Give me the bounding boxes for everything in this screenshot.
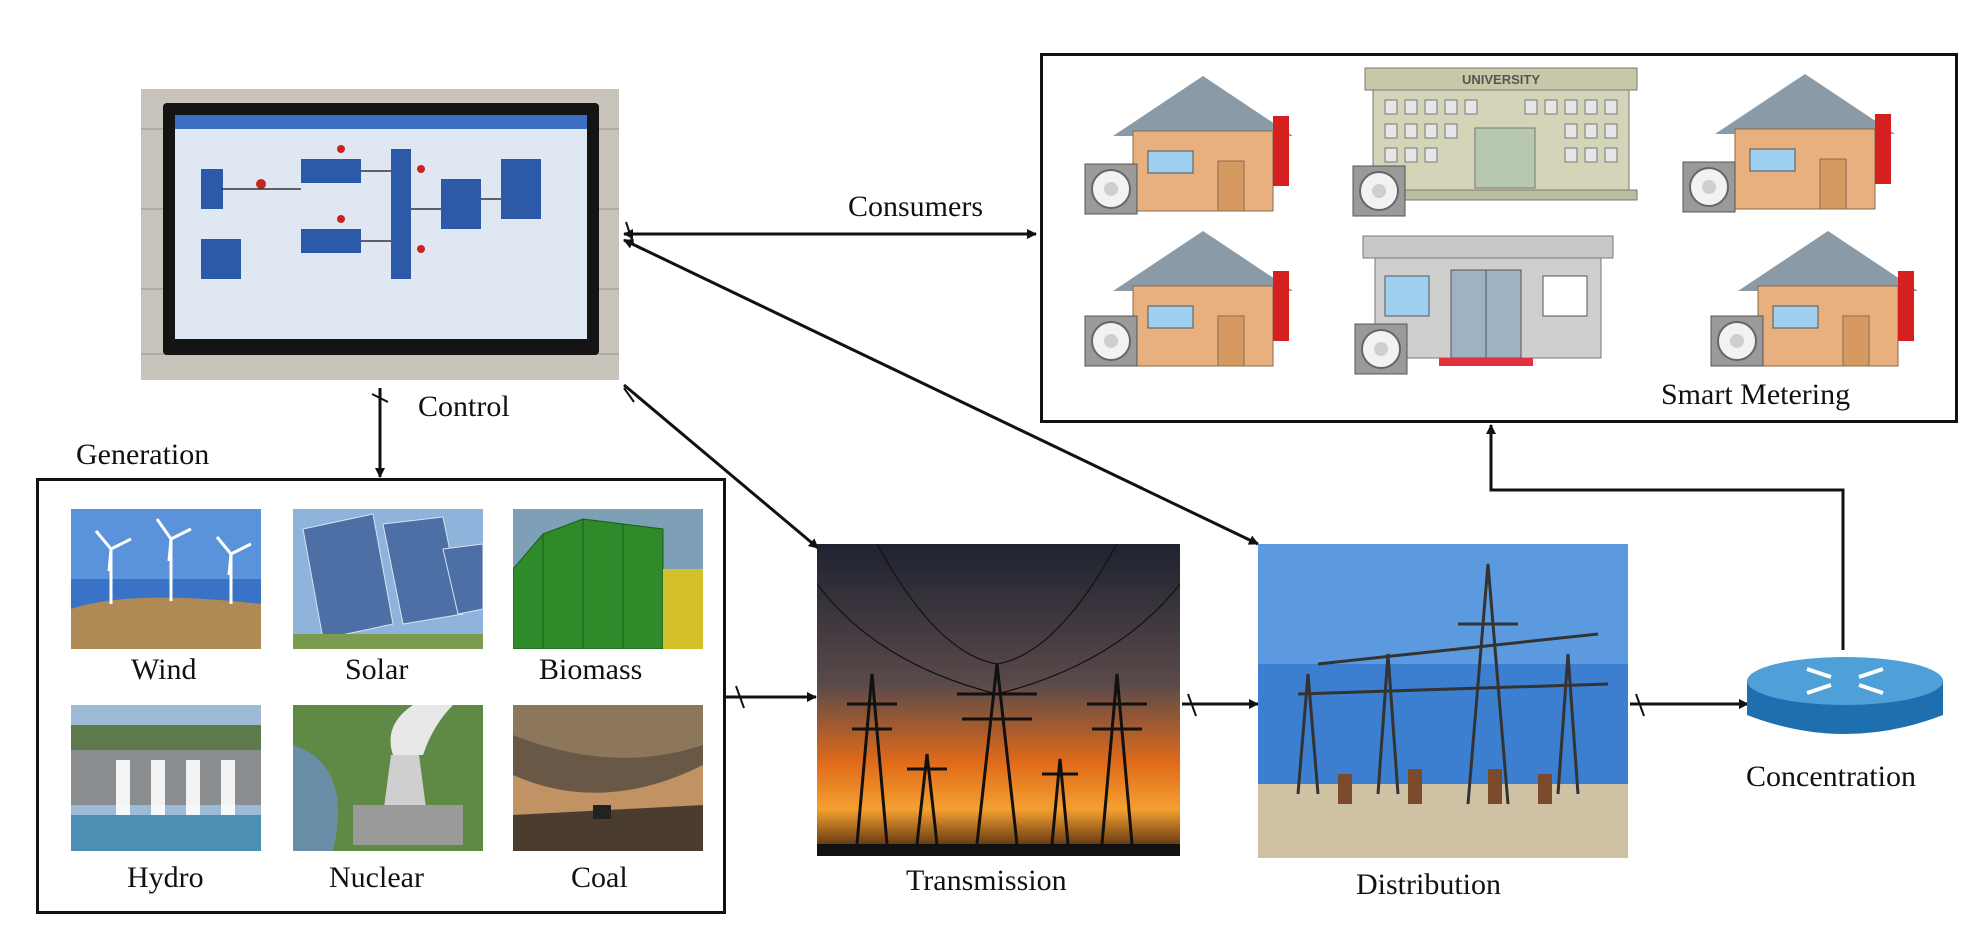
- smart-meter-icon-4: [1710, 315, 1764, 367]
- biomass-photo: [513, 509, 703, 649]
- university-sign: UNIVERSITY: [1462, 72, 1540, 87]
- biomass-label: Biomass: [539, 653, 643, 686]
- nuclear-label: Nuclear: [329, 861, 424, 894]
- transmission-photo: [817, 544, 1180, 856]
- arrow-control-transmission: [623, 383, 819, 550]
- house-icon-2: [1714, 73, 1896, 210]
- solar-label: Solar: [345, 653, 409, 686]
- control-monitor-photo: [141, 89, 619, 380]
- hydro-label: Hydro: [127, 861, 204, 894]
- hydro-photo: [71, 705, 261, 851]
- control-label: Control: [418, 390, 510, 423]
- consumers-label: Consumers: [848, 190, 983, 223]
- smart-metering-label: Smart Metering: [1661, 378, 1851, 411]
- house-icon-1: [1112, 75, 1294, 212]
- generation-label: Generation: [76, 438, 210, 471]
- consumers-panel: UNIVERSITY Smart Metering: [1040, 53, 1958, 423]
- arrow-control-distribution: [623, 238, 1259, 546]
- coal-photo: [513, 705, 703, 851]
- shop-building-icon: [1362, 235, 1614, 366]
- concentration-label: Concentration: [1746, 760, 1916, 793]
- coal-label: Coal: [571, 861, 628, 894]
- solar-photo: [293, 509, 483, 649]
- router-icon: [1747, 655, 1943, 747]
- smart-meter-icon-3: [1084, 315, 1138, 367]
- transmission-label: Transmission: [906, 864, 1067, 897]
- distribution-label: Distribution: [1356, 868, 1502, 901]
- distribution-photo: [1258, 544, 1628, 858]
- university-building-icon: UNIVERSITY: [1364, 67, 1638, 201]
- nuclear-photo: [293, 705, 483, 851]
- arrow-concentration-metering: [1486, 424, 1845, 650]
- generation-panel: Wind Solar Biomass: [36, 478, 726, 914]
- house-icon-4: [1737, 230, 1919, 367]
- smart-meter-icon-5: [1352, 165, 1406, 217]
- smart-meter-icon-2: [1682, 161, 1736, 213]
- wind-label: Wind: [131, 653, 197, 686]
- smart-meter-icon-6: [1354, 323, 1408, 375]
- house-icon-3: [1112, 230, 1294, 367]
- smart-meter-icon-1: [1084, 163, 1138, 215]
- wind-photo: [71, 509, 261, 649]
